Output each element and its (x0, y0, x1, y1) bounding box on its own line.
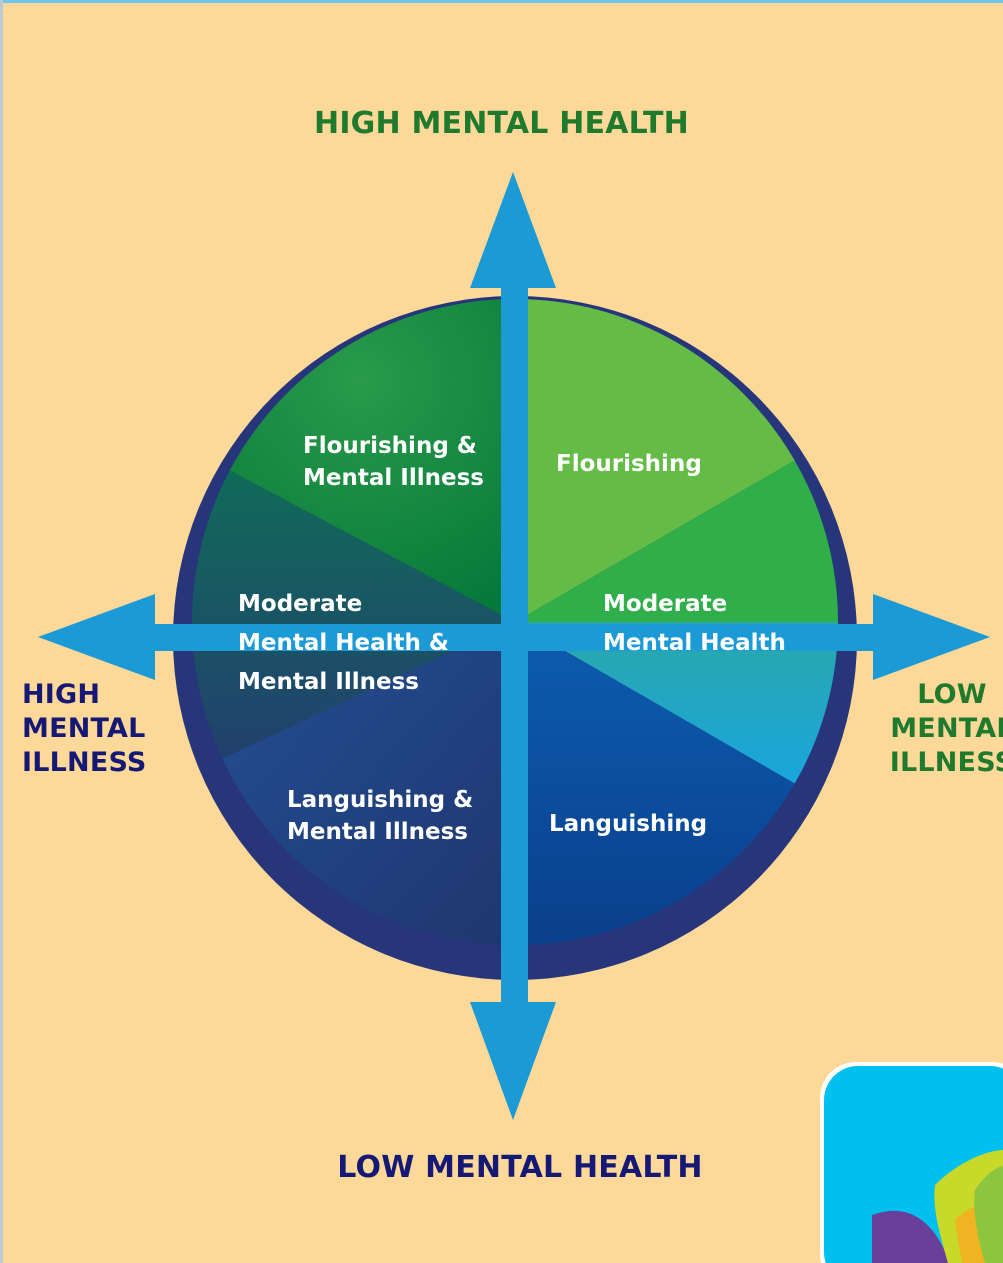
sector-flourishing-mental-illness (229, 299, 516, 622)
axis-title-right-line: LOW (917, 679, 987, 710)
sector-languishing-mental-illness (222, 622, 516, 945)
label-flourishing: Flourishing (556, 448, 702, 480)
label-moderate-mental-health-mental-illness: Moderate Mental Health & Mental Illness (238, 585, 449, 702)
sector-moderate-mental-health-lower (515, 622, 838, 784)
axis-title-right: LOW MENTAL ILLNESS (862, 678, 1003, 780)
right-arrowhead (873, 594, 990, 680)
label-languishing-mental-illness: Languishing & Mental Illness (287, 784, 473, 848)
axis-title-right-line: ILLNESS (889, 747, 1003, 778)
label-line: Moderate (238, 591, 363, 617)
label-moderate-mental-health: Moderate Mental Health (603, 585, 786, 663)
axis-title-left-line: ILLNESS (22, 747, 147, 778)
sector-flourishing (515, 299, 795, 622)
label-line: Mental Illness (238, 669, 419, 695)
label-line: Mental Health & (238, 630, 449, 656)
axis-title-left-line: MENTAL (22, 713, 146, 744)
axis-title-top: HIGH MENTAL HEALTH (314, 106, 689, 141)
label-line: Mental Illness (303, 465, 484, 491)
label-line: Languishing & (287, 787, 474, 813)
axis-title-left: HIGH MENTAL ILLNESS (22, 678, 147, 780)
axis-title-left-line: HIGH (22, 679, 101, 710)
logo (820, 1062, 1003, 1263)
label-line: Flourishing & (303, 433, 477, 459)
label-line: Flourishing (556, 451, 702, 477)
quadrant-sectors (192, 299, 838, 945)
label-line: Mental Illness (287, 819, 468, 845)
axis-title-right-line: MENTAL (890, 713, 1003, 744)
bottom-arrowhead (470, 1002, 556, 1120)
label-languishing: Languishing (549, 808, 707, 840)
label-line: Languishing (549, 811, 708, 837)
sector-languishing (515, 622, 795, 945)
label-flourishing-mental-illness: Flourishing & Mental Illness (303, 430, 484, 494)
sector-moderate-mental-health-mental-illness (192, 470, 515, 759)
label-line: Mental Health (603, 630, 786, 656)
axis-title-bottom: LOW MENTAL HEALTH (337, 1150, 703, 1185)
top-arrowhead (470, 172, 556, 288)
sector-moderate-mental-health-upper (515, 460, 838, 622)
left-arrowhead (38, 594, 155, 680)
vertical-axis-arrow (470, 172, 556, 1120)
label-line: Moderate (603, 591, 728, 617)
